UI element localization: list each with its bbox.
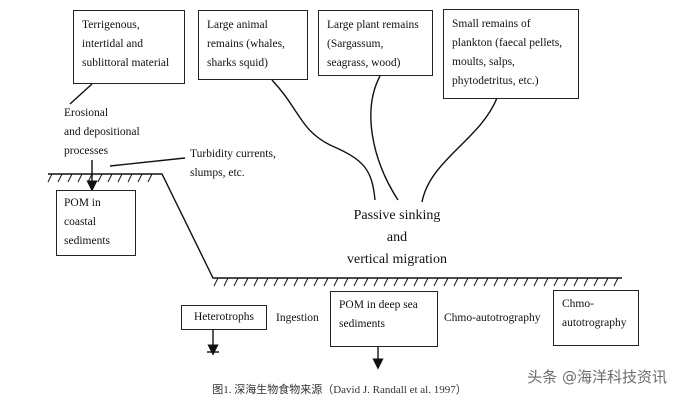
small-remains-text: Small remains of plankton (faecal pellet… xyxy=(452,18,563,87)
chemo-box: Chmo- autotrography xyxy=(553,290,639,346)
animal-remains-curve xyxy=(271,79,376,201)
pom-deep-sea-text: POM in deep sea sediments xyxy=(339,299,418,330)
small-remains-box: Small remains of plankton (faecal pellet… xyxy=(443,9,579,99)
large-plant-text: Large plant remains (Sargassum, seagrass… xyxy=(327,19,419,69)
chemo-inline-label: Chmo-autotrography xyxy=(444,312,541,324)
terrigenous-text: Terrigenous, intertidal and sublittoral … xyxy=(82,19,170,69)
passive-sinking-label: Passive sinking and vertical migration xyxy=(347,208,447,267)
plain-hatching xyxy=(213,277,619,287)
heterotrophs-text: Heterotrophs xyxy=(193,311,255,323)
chemo-box-text: Chmo- autotrography xyxy=(562,298,627,329)
terrigenous-connector xyxy=(69,83,93,105)
heterotrophs-box: Heterotrophs xyxy=(181,305,267,330)
pom-coastal-box: POM in coastal sediments xyxy=(56,190,136,256)
plant-remains-curve xyxy=(370,75,399,201)
large-animal-text: Large animal remains (whales, sharks squ… xyxy=(207,19,285,69)
figure-caption: 图1. 深海生物食物来源（David J. Randall et al. 199… xyxy=(212,384,467,396)
large-plant-box: Large plant remains (Sargassum, seagrass… xyxy=(318,10,433,76)
terrigenous-box: Terrigenous, intertidal and sublittoral … xyxy=(73,10,185,84)
watermark: 头条 @海洋科技资讯 xyxy=(527,368,667,386)
turbidity-line xyxy=(109,157,186,167)
pom-coastal-text: POM in coastal sediments xyxy=(64,197,110,247)
plankton-remains-curve xyxy=(421,97,498,203)
ingestion-label: Ingestion xyxy=(276,312,319,324)
large-animal-box: Large animal remains (whales, sharks squ… xyxy=(198,10,308,80)
pom-deep-sea-box: POM in deep sea sediments xyxy=(330,291,438,347)
turbidity-label: Turbidity currents, slumps, etc. xyxy=(190,148,276,179)
shelf-hatching xyxy=(47,173,153,183)
erosional-label: Erosional and depositional processes xyxy=(64,107,140,157)
